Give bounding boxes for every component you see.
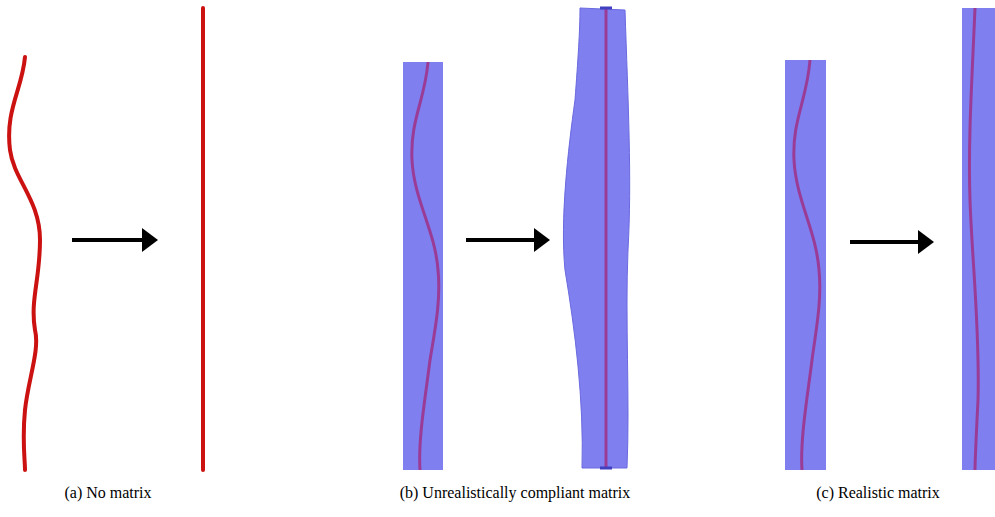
matrix-block — [962, 8, 995, 470]
straight-fiber — [201, 8, 205, 470]
arrow — [466, 228, 550, 252]
panel-caption: (c) Realistic matrix — [816, 483, 940, 503]
clamp-mark — [600, 8, 612, 468]
panel-caption: (a) No matrix — [64, 483, 151, 503]
embedded-fiber — [794, 60, 820, 470]
embedded-fiber — [412, 62, 439, 470]
deformed-matrix — [563, 8, 629, 468]
arrow — [72, 228, 158, 252]
embedded-fiber — [969, 8, 978, 470]
straight-fiber — [605, 9, 608, 468]
matrix-block — [403, 62, 443, 470]
matrix-block — [785, 60, 826, 470]
arrow — [850, 230, 934, 254]
wavy-fiber — [9, 57, 40, 470]
panel-caption: (b) Unrealistically compliant matrix — [400, 483, 631, 503]
